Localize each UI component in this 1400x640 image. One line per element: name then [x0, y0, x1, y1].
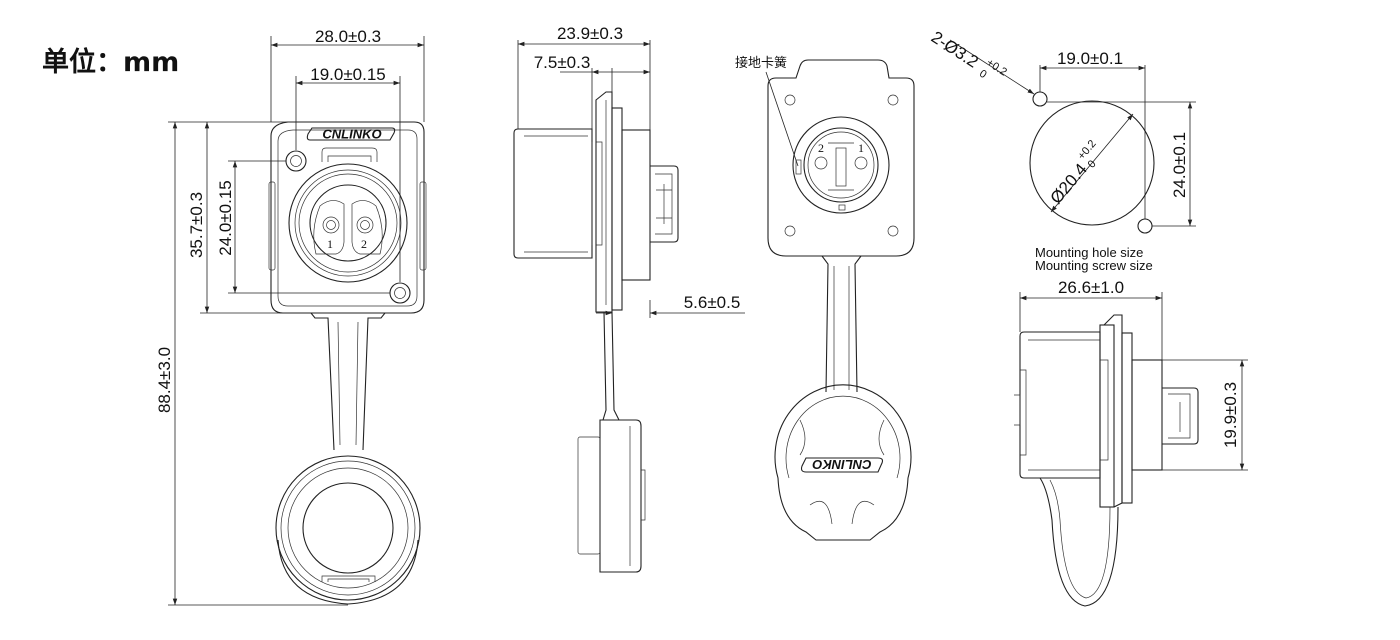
front-view: CNLINKO 1 2: [155, 27, 427, 606]
rear-view: 2 1 接地卡簧 CNLINKO: [735, 55, 915, 541]
rear-pin-label-1: 1: [858, 141, 864, 155]
note-mounting-hole: Mounting hole size: [1035, 245, 1143, 260]
dim-bottom-height: 19.9±0.3: [1221, 382, 1240, 448]
callout-ground-spring: 接地卡簧: [735, 55, 787, 70]
cap-logo-text: CNLINKO: [812, 457, 871, 472]
panel-cutout: 19.0±0.1 24.0±0.1 2-Ø3.2 +0.2 0 Ø20.4 +0…: [928, 27, 1196, 273]
dim-panel-thickness: 5.6±0.5: [684, 293, 741, 312]
rear-pin-label-2: 2: [818, 141, 824, 155]
dim-cutout-dia: Ø20.4: [1047, 160, 1091, 208]
pin-label-2: 2: [361, 237, 367, 251]
brand-logo-text: CNLINKO: [322, 127, 381, 142]
dim-width-holes: 19.0±0.15: [310, 65, 386, 84]
note-mounting-screw: Mounting screw size: [1035, 258, 1153, 273]
side-view: 23.9±0.3 7.5±0.3 5.6±0.5: [513, 24, 745, 573]
dim-bottom-depth: 26.6±1.0: [1058, 278, 1124, 297]
pin-label-1: 1: [327, 237, 333, 251]
dim-hole-tol-lower: 0: [977, 68, 989, 81]
dim-hole-spacing-v: 24.0±0.1: [1170, 132, 1189, 198]
dim-depth-front: 7.5±0.3: [534, 53, 591, 72]
unit-label: 单位：mm: [42, 47, 180, 78]
dim-height-flange: 35.7±0.3: [187, 192, 206, 258]
dim-width-overall: 28.0±0.3: [315, 27, 381, 46]
dim-hole-spec: 2-Ø3.2: [928, 27, 982, 71]
dim-height-total: 88.4±3.0: [155, 347, 174, 413]
dim-height-holes: 24.0±0.15: [216, 180, 235, 256]
dim-hole-spacing-h: 19.0±0.1: [1057, 49, 1123, 68]
bottom-side-view: 26.6±1.0 19.9±0.3: [1014, 278, 1248, 607]
dim-depth-overall: 23.9±0.3: [557, 24, 623, 43]
